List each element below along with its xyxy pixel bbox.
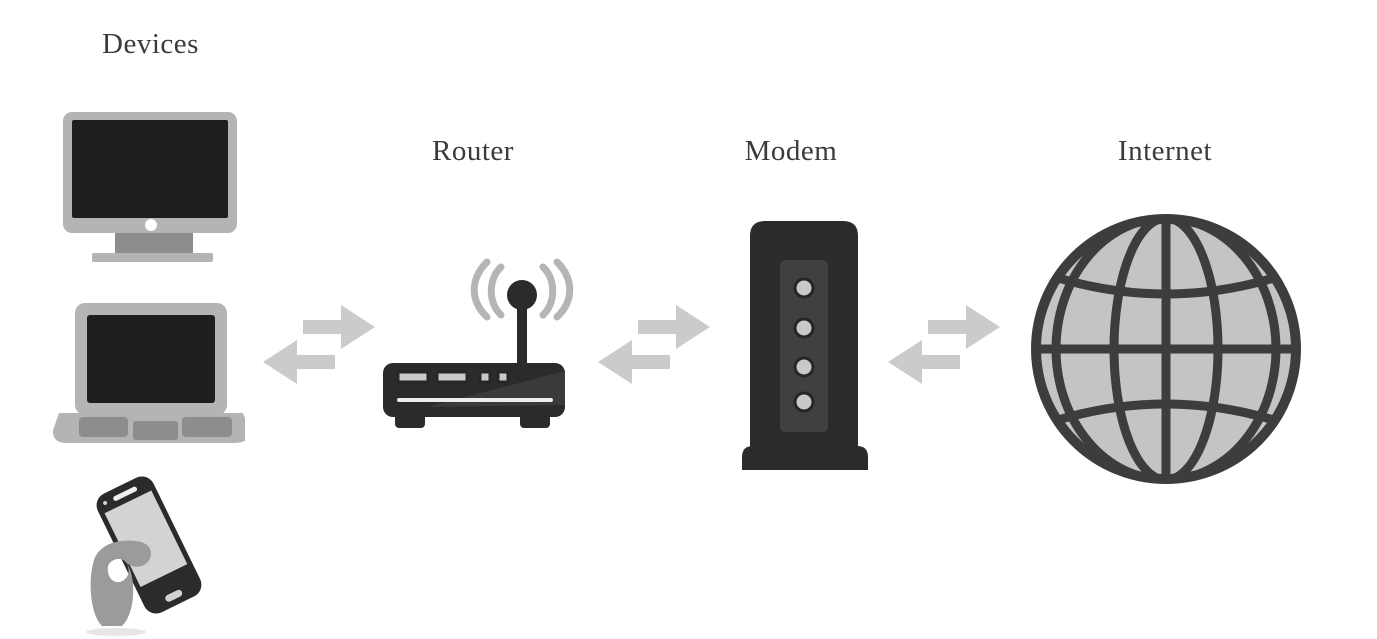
modem-icon — [742, 221, 868, 470]
monitor-power-dot — [145, 219, 157, 231]
bidirectional-arrows-router-modem — [598, 305, 710, 384]
desktop-monitor-icon — [63, 112, 237, 262]
arrow-left-icon — [888, 340, 960, 384]
modem-led — [793, 277, 815, 299]
arrow-left-icon — [263, 340, 335, 384]
smartphone-in-hand-icon — [86, 476, 202, 636]
hand-icon — [90, 540, 152, 626]
arrow-right-icon — [638, 305, 710, 349]
antenna — [517, 303, 527, 367]
globe-icon — [1031, 214, 1301, 484]
modem-led — [793, 356, 815, 378]
wifi-router-icon — [383, 258, 574, 428]
arrow-left-icon — [598, 340, 670, 384]
internet-label: Internet — [1117, 135, 1213, 167]
laptop-icon — [52, 303, 245, 443]
modem-led — [793, 391, 815, 413]
arrow-right-icon — [303, 305, 375, 349]
router-label: Router — [432, 135, 514, 167]
modem-led — [793, 317, 815, 339]
bidirectional-arrows-devices-router — [263, 305, 375, 384]
smartphone-icon — [96, 476, 202, 614]
modem-label: Modem — [744, 135, 838, 167]
devices-label: Devices — [102, 28, 199, 60]
bidirectional-arrows-modem-internet — [888, 305, 1000, 384]
arrow-right-icon — [928, 305, 1000, 349]
wifi-wave-icon — [487, 263, 505, 319]
